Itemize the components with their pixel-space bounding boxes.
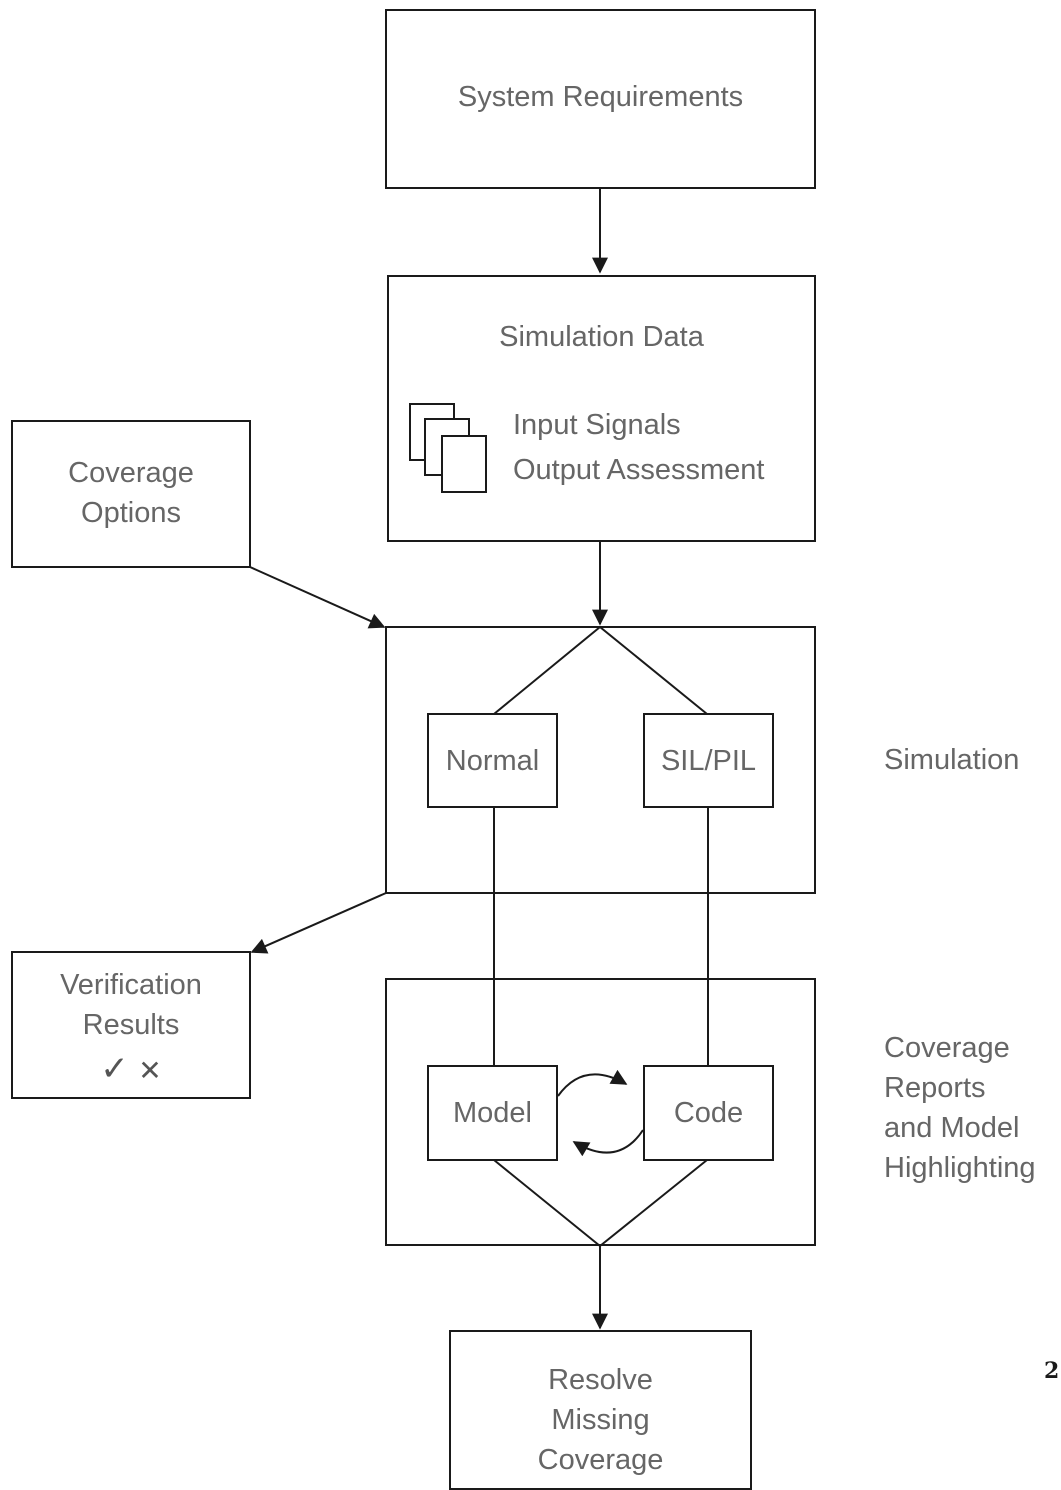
coverage-reports-line2: Reports [884, 1072, 986, 1104]
verification-results-line1: Verification [60, 969, 202, 1001]
model-box: Model [427, 1065, 558, 1161]
system-requirements-label: System Requirements [457, 81, 744, 113]
document-stack-icon [409, 403, 487, 493]
normal-label: Normal [445, 745, 540, 777]
coverage-reports-line1: Coverage [884, 1032, 1010, 1064]
coverage-reports-line4: Highlighting [884, 1152, 1036, 1184]
input-signals-label: Input Signals [513, 409, 681, 441]
cycle-arrow-top [557, 1069, 628, 1097]
coverage-options-line2: Options [81, 497, 181, 529]
normal-box: Normal [427, 713, 558, 808]
flow-diagram: System Requirements Simulation Data Inpu… [11, 9, 1060, 1490]
check-icon: ✓ [100, 1050, 129, 1088]
verification-results-line2: Results [82, 1009, 180, 1041]
coverage-options-line1: Coverage [68, 457, 194, 489]
cycle-arrow-bottom [572, 1129, 644, 1157]
simulation-data-title: Simulation Data [499, 321, 704, 353]
coverage-options-box: Coverage Options [11, 420, 251, 568]
simulation-side-label: Simulation [884, 744, 1020, 776]
arrow-simulation-to-verification [250, 892, 387, 954]
system-requirements-box: System Requirements [385, 9, 816, 189]
cross-icon: ✕ [138, 1055, 162, 1086]
output-assessment-label: Output Assessment [513, 454, 765, 486]
resolve-line1: Resolve [548, 1364, 653, 1396]
arrow-options-to-simulation [249, 566, 386, 629]
simulation-container [385, 626, 816, 894]
resolve-missing-coverage-box: Resolve Missing Coverage [449, 1330, 752, 1490]
coverage-container [385, 978, 816, 1246]
verification-results-box: Verification Results ✓ ✕ [11, 951, 251, 1099]
resolve-line2: Missing [551, 1404, 650, 1436]
code-label: Code [673, 1097, 744, 1129]
simulation-data-box: Simulation Data Input Signals Output Ass… [387, 275, 816, 542]
verification-status-icons: ✓ ✕ [13, 1049, 249, 1091]
resolve-line3: Coverage [537, 1444, 664, 1476]
sil-pil-label: SIL/PIL [660, 745, 757, 777]
page-number: 2 [1044, 1358, 1060, 1384]
coverage-reports-line3: and Model [884, 1112, 1020, 1144]
sil-pil-box: SIL/PIL [643, 713, 774, 808]
code-box: Code [643, 1065, 774, 1161]
model-label: Model [453, 1097, 532, 1129]
